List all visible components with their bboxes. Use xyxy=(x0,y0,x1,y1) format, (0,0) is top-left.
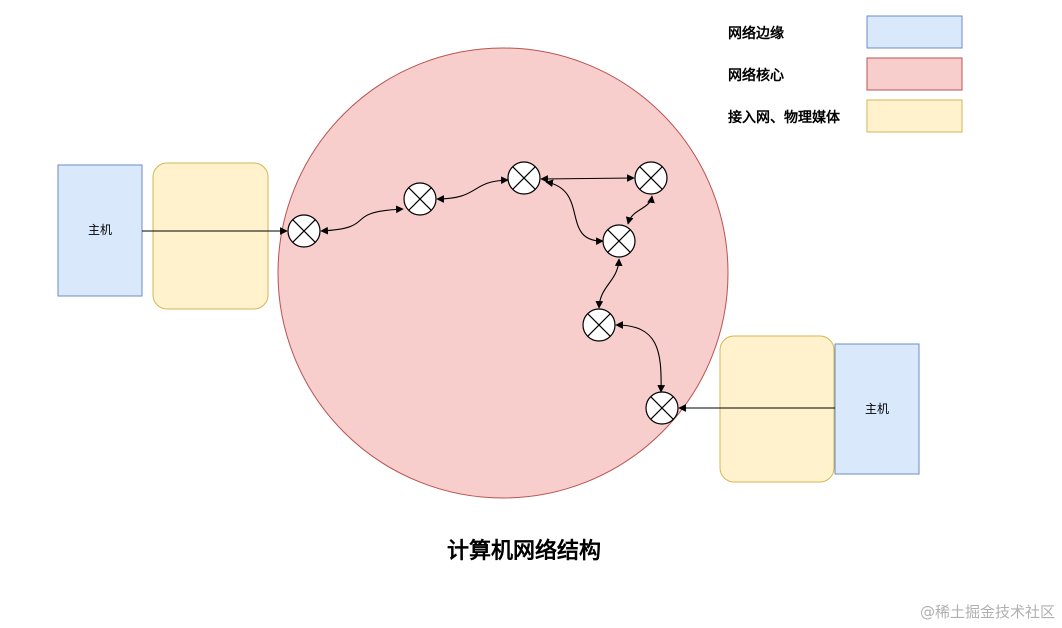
legend-item-network-edge: 网络边缘 xyxy=(728,15,963,49)
right-access-network-box xyxy=(719,335,835,483)
router-icon xyxy=(645,391,679,425)
link-router-4-router-5 xyxy=(625,195,655,225)
links-group xyxy=(142,174,835,412)
link-router-2-router-3 xyxy=(436,176,509,203)
left-access-network-box xyxy=(152,162,269,310)
legend-label: 网络核心 xyxy=(728,67,784,84)
router-icon xyxy=(287,214,321,248)
legend-label: 网络边缘 xyxy=(728,25,784,42)
legend-item-access-network: 接入网、物理媒体 xyxy=(728,99,963,133)
left-host-box xyxy=(57,164,143,297)
link-router-3-router-5 xyxy=(545,179,604,246)
legend-swatch xyxy=(866,57,963,91)
right-host-box xyxy=(834,343,920,475)
router-icon xyxy=(403,182,437,216)
router-icon xyxy=(602,224,636,258)
link-router-3-router-4 xyxy=(540,174,635,183)
router-icon xyxy=(582,308,616,342)
link-router-6-router-7 xyxy=(615,321,666,393)
legend-swatch xyxy=(866,15,963,49)
router-icon xyxy=(507,161,541,195)
link-router-5-router-6 xyxy=(595,258,623,309)
router-icon xyxy=(634,161,668,195)
legend-label: 接入网、物理媒体 xyxy=(728,109,841,126)
diagram-title: 计算机网络结构 xyxy=(447,538,601,564)
right-host-label: 主机 xyxy=(865,402,889,416)
link-router-1-router-2 xyxy=(320,205,404,235)
legend-item-network-core: 网络核心 xyxy=(728,57,963,91)
network-core-circle xyxy=(277,47,729,499)
watermark: @稀土掘金技术社区 xyxy=(920,603,1055,621)
legend-swatch xyxy=(866,99,963,133)
left-host-label: 主机 xyxy=(88,223,112,237)
routers-group xyxy=(287,161,679,425)
legend: 网络边缘 网络核心 接入网、物理媒体 xyxy=(728,15,963,133)
